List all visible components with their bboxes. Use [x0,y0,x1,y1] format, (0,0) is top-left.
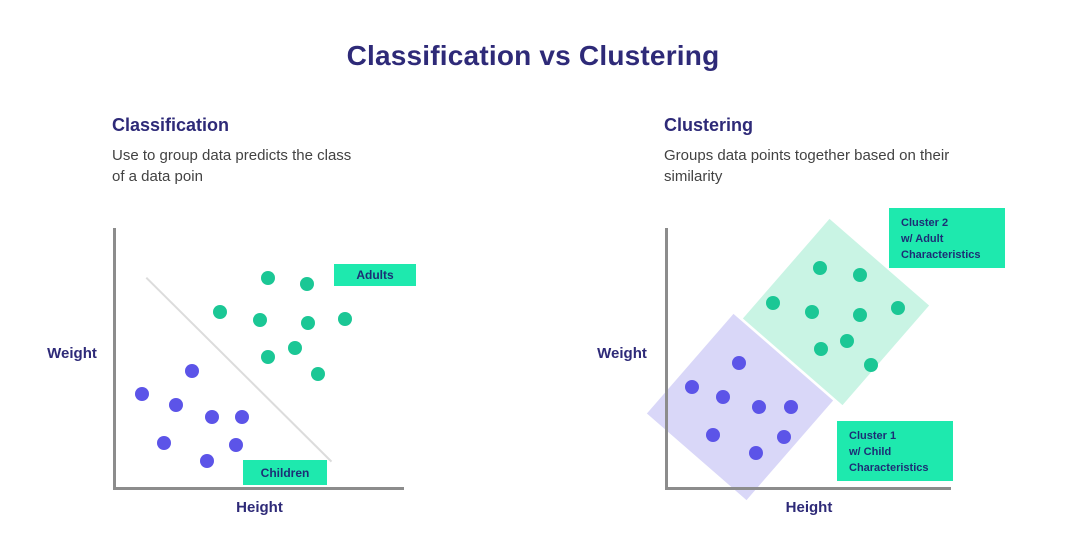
cluster-2-adults-dot [840,334,854,348]
cluster-1-children-dot [784,400,798,414]
children-dot [229,438,243,452]
x-axis-label: Height [785,499,833,516]
adults-dot [253,313,267,327]
children-dot [235,410,249,424]
children-dot [157,436,171,450]
classification-plot [113,228,405,490]
cluster-2-adults-dot [766,296,780,310]
children-dot [169,398,183,412]
adults-dot [261,350,275,364]
children-dot [200,454,214,468]
y-axis-label: Weight [597,345,647,362]
x-axis-label: Height [236,499,283,516]
adults-tag: Adults [334,264,416,286]
cluster-2-adults-dot [853,308,867,322]
y-axis [665,228,668,490]
x-axis [665,487,951,490]
cluster-1-children-dot [749,446,763,460]
cluster-2-adults-dot [864,358,878,372]
adults-dot [261,271,275,285]
cluster-2-adults-dot [891,301,905,315]
cluster-1-children-dot [716,390,730,404]
cluster2-tag: Cluster 2 w/ Adult Characteristics [889,208,1005,268]
adults-dot [338,312,352,326]
cluster-1-children-dot [732,356,746,370]
y-axis [113,228,116,490]
cluster-1-children-dot [706,428,720,442]
cluster-1-children-dot [752,400,766,414]
class-separator-line [145,277,333,463]
adults-dot [288,341,302,355]
classification-heading: Classification [112,115,230,135]
x-axis [113,487,404,490]
adults-dot [213,305,227,319]
children-tag: Children [243,460,327,485]
adults-dot [300,277,314,291]
cluster-2-adults-dot [814,342,828,356]
y-axis-label: Weight [47,345,97,362]
classification-description: Use to group data predicts the class of … [112,147,352,186]
cluster-2-adults-dot [853,268,867,282]
cluster-1-children-dot [777,430,791,444]
children-dot [205,410,219,424]
clustering-plot [646,218,952,501]
cluster-2-adults-dot [813,261,827,275]
adults-dot [311,367,325,381]
clustering-description: Groups data points together based on the… [664,147,950,186]
adults-dot [301,316,315,330]
children-dot [135,387,149,401]
page-title: Classification vs Clustering [346,40,720,71]
cluster1-tag: Cluster 1 w/ Child Characteristics [837,421,953,481]
cluster-1-children-dot [685,380,699,394]
cluster-2-adults-dot [805,305,819,319]
children-dot [185,364,199,378]
clustering-heading: Clustering [664,115,754,135]
